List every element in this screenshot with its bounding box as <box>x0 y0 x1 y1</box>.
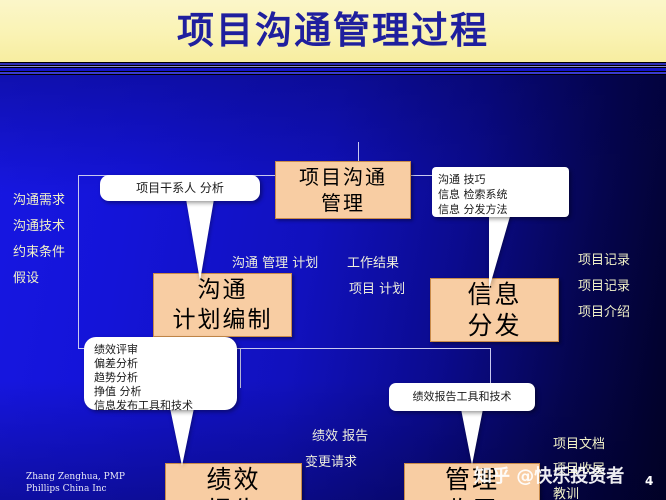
connector-down-to-perf <box>240 348 241 388</box>
label-outputs-right: 项目记录 项目记录 项目介绍 <box>578 248 630 326</box>
process-box-communications-planning: 沟通 计划编制 <box>153 273 292 337</box>
box-line: 管理 <box>321 191 365 215</box>
label-work-results: 工作结果 <box>347 256 400 271</box>
box-line: 报告 <box>206 495 260 500</box>
callout-performance-analysis: 绩效评审 偏差分析 趋势分析 挣值 分析 信息发布工具和技术 <box>84 337 237 412</box>
label-closing-docs: 项目文档 项目收尾 教训 <box>553 432 605 500</box>
callout-line: 挣值 分析 <box>94 385 142 398</box>
report-tools-callout-tail <box>461 409 483 465</box>
label-performance-report: 绩效 报告 <box>312 429 369 444</box>
watermark: 知乎 @快乐投资者 <box>474 466 625 487</box>
box-line: 沟通 <box>197 277 248 303</box>
callout-report-tools: 绩效报告工具和技术 <box>389 383 535 411</box>
diagram-canvas: 沟通需求 沟通技术 约束条件 假设 项目记录 项目记录 项目介绍 沟通 管理 计… <box>0 75 666 500</box>
label-line: 约束条件 <box>13 245 66 260</box>
footer-line: Phillips China Inc <box>26 484 107 494</box>
process-box-project-communications-management: 项目沟通 管理 <box>275 161 411 219</box>
author-footer: Zhang Zenghua, PMP Phillips China Inc <box>26 471 125 495</box>
label-line: 沟通需求 <box>13 193 66 208</box>
callout-line: 绩效报告工具和技术 <box>412 390 512 403</box>
label-project-plan: 项目 计划 <box>349 282 406 297</box>
connector-down-to-close <box>490 348 491 388</box>
process-box-performance-reporting: 绩效 报告 <box>165 463 302 500</box>
footer-line: Zhang Zenghua, PMP <box>26 472 125 482</box>
stakeholder-callout-tail <box>186 199 214 281</box>
connector-left-spine <box>78 175 79 349</box>
box-line: 绩效 <box>206 465 261 494</box>
connector-lower-horizontal <box>78 348 490 349</box>
callout-line: 趋势分析 <box>94 371 138 384</box>
callout-line: 沟通 技巧 <box>438 173 486 186</box>
box-line: 计划编制 <box>172 307 273 333</box>
label-comm-mgmt-plan: 沟通 管理 计划 <box>232 256 319 271</box>
callout-stakeholder-analysis: 项目干系人 分析 <box>100 175 260 201</box>
callout-line: 偏差分析 <box>94 357 138 370</box>
comm-skills-callout-tail <box>489 213 511 289</box>
header-rule-3 <box>0 68 666 71</box>
process-box-information-distribution: 信息 分发 <box>430 278 559 342</box>
label-line: 项目记录 <box>578 279 631 294</box>
callout-line: 信息 分发方法 <box>438 203 508 216</box>
label-line: 项目记录 <box>578 253 631 268</box>
label-line: 项目介绍 <box>578 305 631 320</box>
label-line: 教训 <box>553 487 580 500</box>
label-change-request: 变更请求 <box>305 455 358 470</box>
header-rule-4 <box>0 72 666 74</box>
page-title: 项目沟通管理过程 <box>177 9 489 52</box>
callout-line: 信息发布工具和技术 <box>94 399 193 412</box>
box-line: 项目沟通 <box>299 165 387 189</box>
header-rule-2 <box>0 66 666 67</box>
callout-line: 项目干系人 分析 <box>136 181 224 195</box>
header-rule-1 <box>0 63 666 65</box>
label-line: 项目文档 <box>553 437 606 452</box>
page-number: 4 <box>645 474 654 488</box>
slide-header: 项目沟通管理过程 <box>0 0 666 62</box>
label-line: 假设 <box>13 271 40 286</box>
label-line: 项目收尾 <box>553 462 606 477</box>
box-line: 分发 <box>467 311 522 340</box>
label-line: 沟通技术 <box>13 219 66 234</box>
callout-communication-skills: 沟通 技巧 信息 检索系统 信息 分发方法 <box>432 167 569 217</box>
perf-analysis-callout-tail <box>170 408 194 466</box>
callout-line: 信息 检索系统 <box>438 188 508 201</box>
box-line: 管理 <box>444 465 499 494</box>
connector-top-box-down <box>358 142 359 175</box>
callout-line: 绩效评审 <box>94 343 138 356</box>
label-inputs-left: 沟通需求 沟通技术 约束条件 假设 <box>13 188 65 292</box>
box-line: 收尾 <box>445 495 499 500</box>
